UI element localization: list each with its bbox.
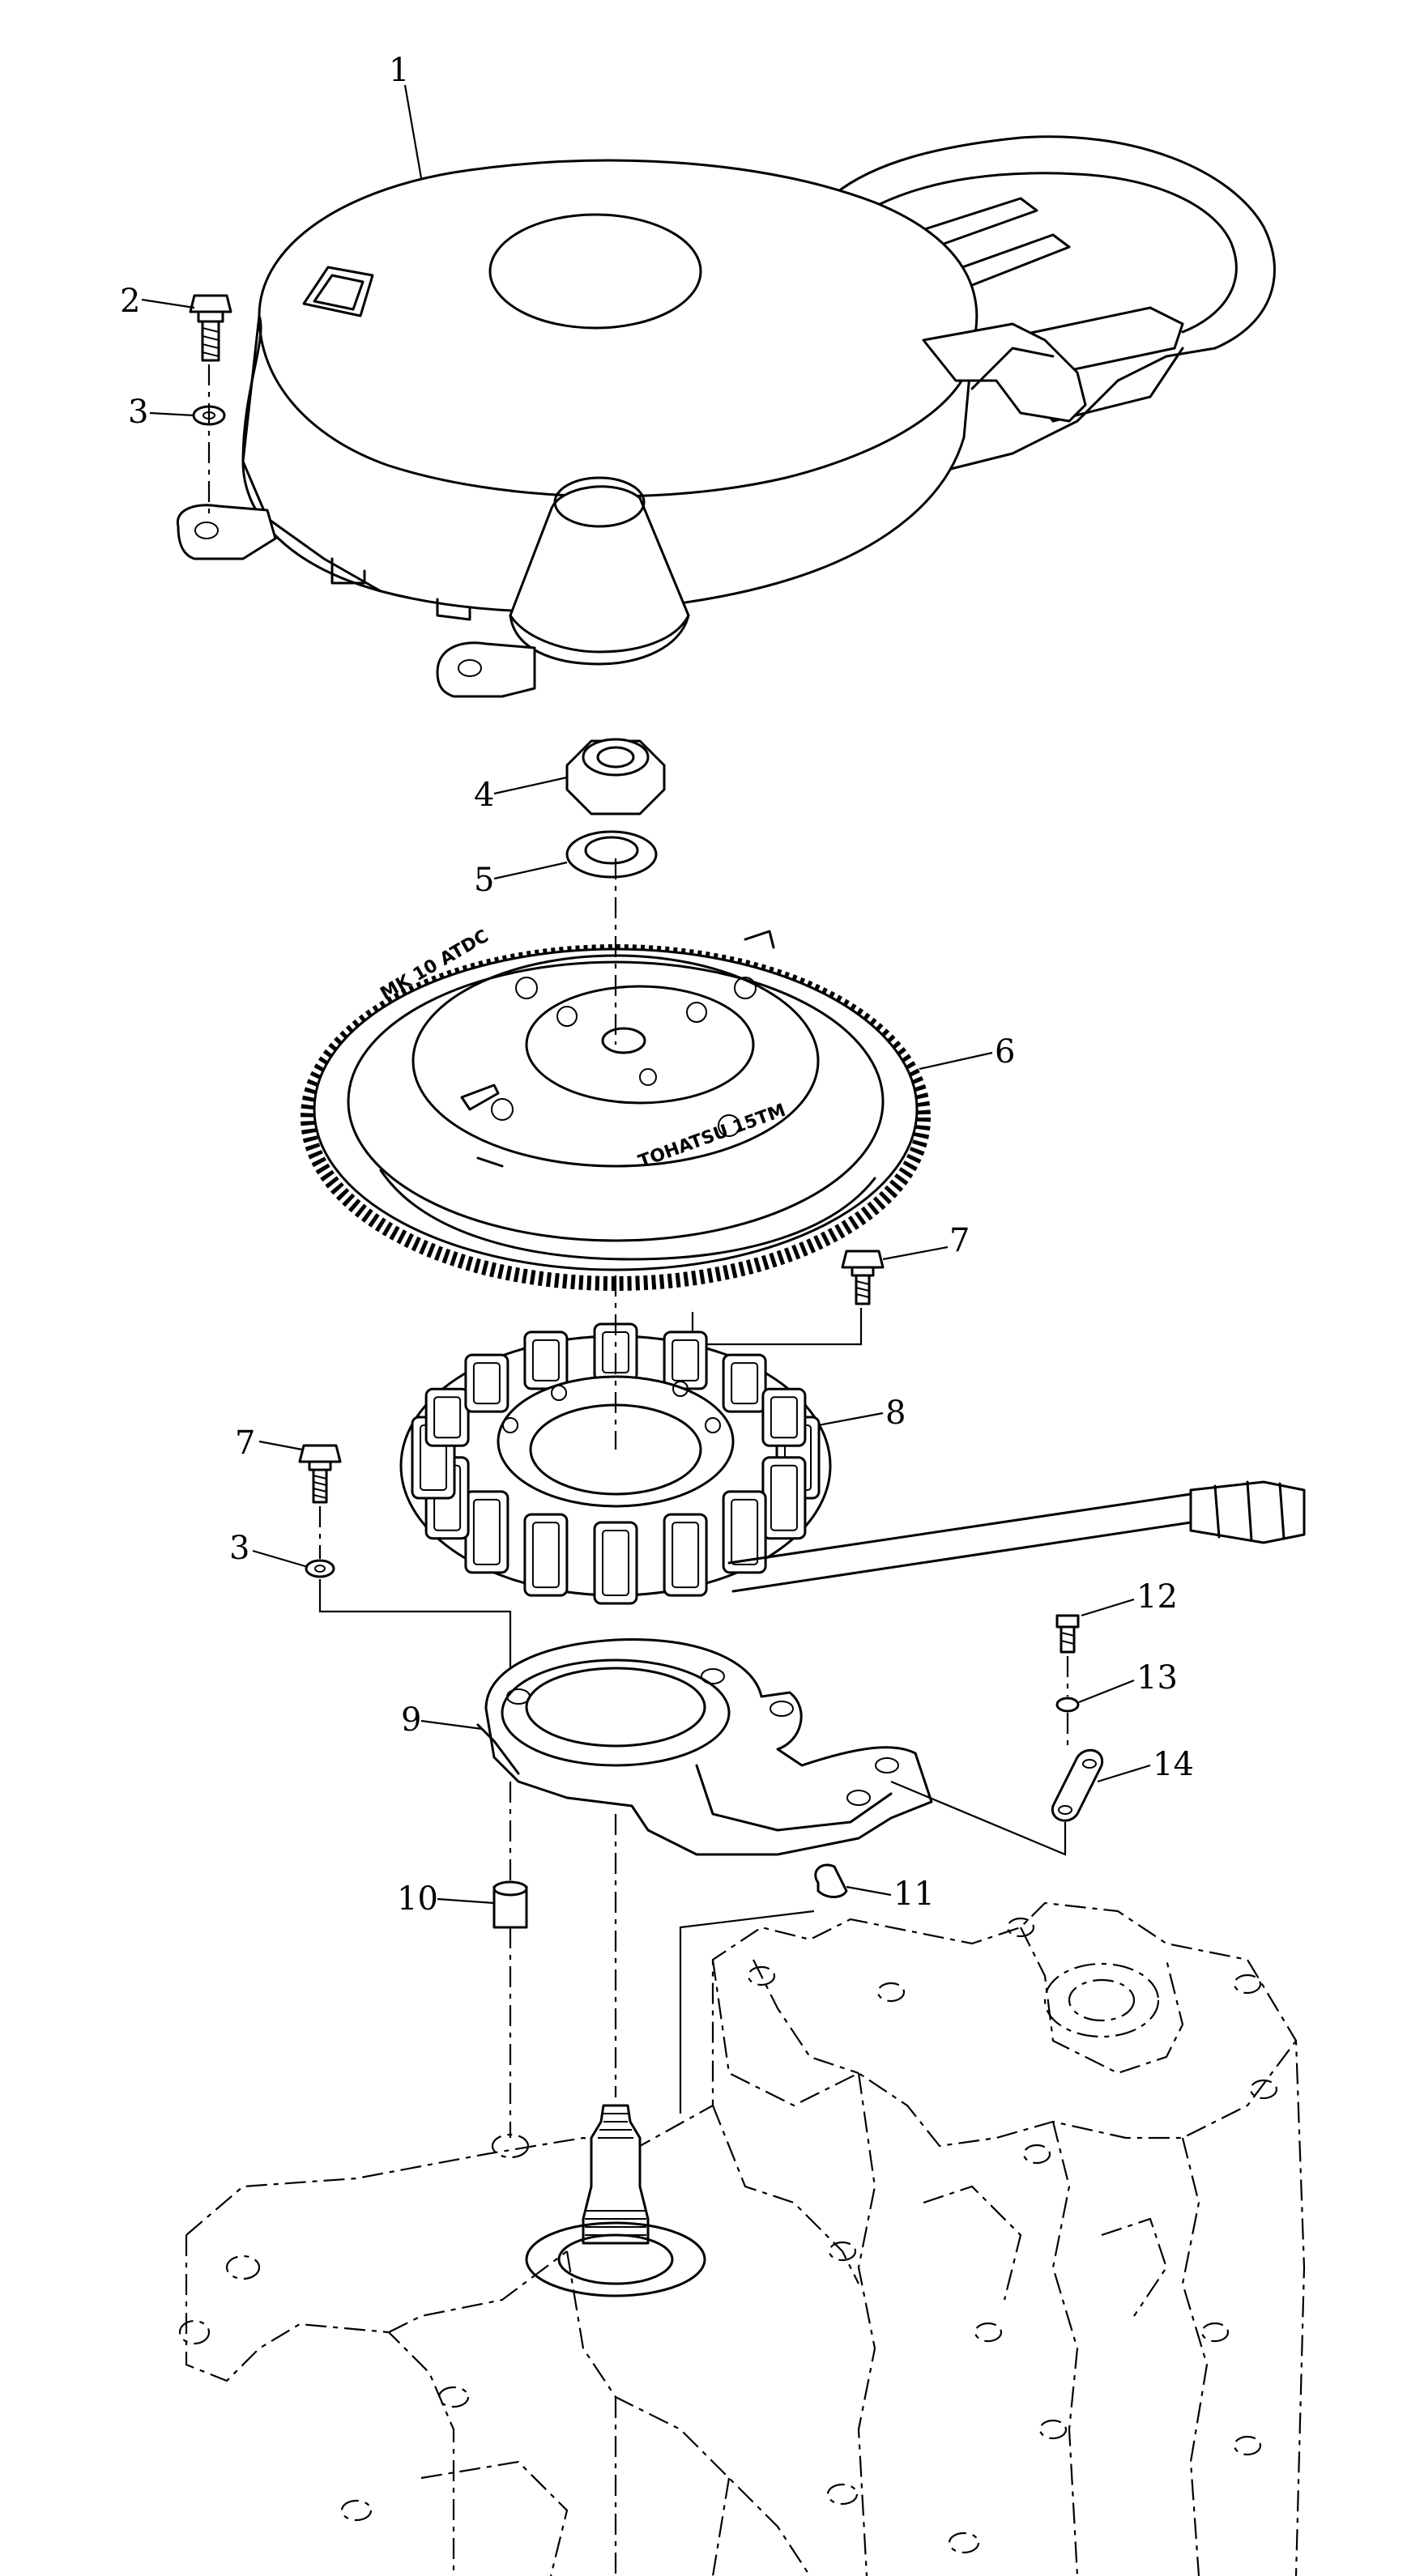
dowel-10 [492,1880,528,1929]
stator-coil-winding [731,1362,759,1405]
callout-13: 13 [1136,1659,1178,1697]
callout-7-left: 7 [235,1424,255,1462]
stator-coil-winding [472,1498,501,1565]
stator [399,1322,1306,1605]
stator-coil [464,1490,510,1574]
stator-base [476,1637,933,1856]
stator-coil-winding [531,1339,560,1382]
nut-4 [565,738,666,815]
bolt-12 [1055,1614,1080,1654]
stator-coil-winding [770,1396,798,1439]
stator-coil [523,1513,569,1597]
flywheel: MK 10 ATDC TOHATSU 15TM [301,926,931,1291]
stator-coil-winding [731,1498,759,1565]
callout-3: 3 [128,394,148,431]
stator-coil-winding [472,1362,501,1405]
washer-5 [565,830,658,879]
stator-coil [593,1521,638,1605]
stator-coil-winding [433,1396,462,1439]
callout-12: 12 [1136,1578,1178,1616]
stator-coil [663,1513,708,1597]
stator-coil-winding [602,1530,629,1596]
stator-coil [722,1490,767,1574]
callout-9: 9 [401,1701,421,1739]
screw-7-left [298,1444,342,1504]
washer-3-left [305,1559,335,1578]
callout-5: 5 [474,862,494,899]
callout-1: 1 [389,52,409,89]
callout-6: 6 [995,1033,1015,1071]
key-11 [814,1863,848,1898]
stator-coil-winding [672,1339,700,1382]
stator-coil-winding [770,1464,798,1531]
stator-coil [761,1387,807,1447]
callout-8: 8 [885,1394,906,1432]
callout-10: 10 [397,1880,438,1918]
callout-7-upper: 7 [949,1222,970,1259]
stator-coil-winding [531,1522,560,1589]
plate-14 [1051,1748,1104,1822]
flywheel-cover [176,135,1276,698]
bolt-2 [189,294,232,362]
stator-coils [411,1322,821,1605]
stator-coil [761,1456,807,1540]
washer-13 [1055,1697,1080,1713]
screw-7-upper [841,1250,885,1305]
stator-coil-winding [672,1522,700,1589]
callout-leaders [141,84,1151,1905]
crankcase [178,1901,1306,2576]
callout-3-left: 3 [229,1530,249,1567]
callout-11: 11 [893,1876,935,1913]
callout-2: 2 [120,283,140,320]
callout-14: 14 [1153,1746,1194,1783]
stator-coil [424,1387,470,1447]
stator-coil [464,1353,510,1413]
crankshaft [525,2104,706,2297]
callout-4: 4 [474,777,494,814]
stator-coil [722,1353,767,1413]
